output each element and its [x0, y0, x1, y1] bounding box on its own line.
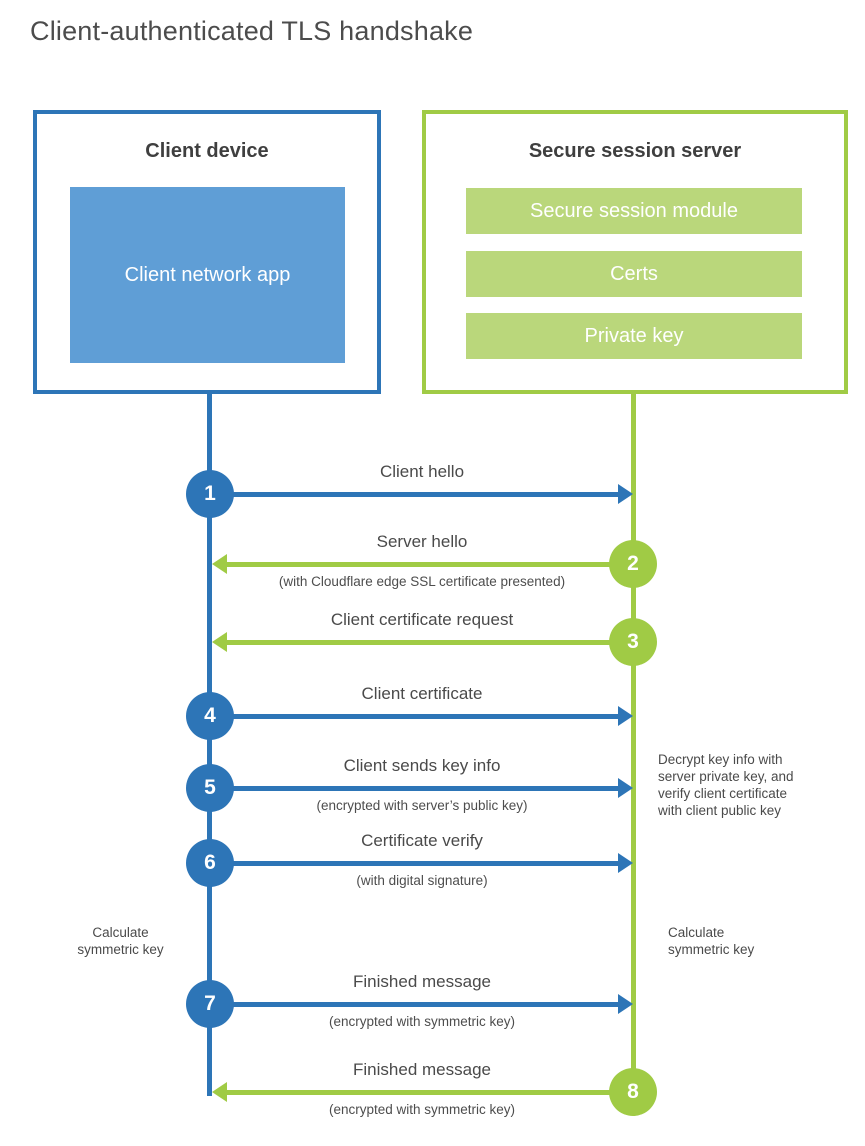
- arrowhead-right-icon: [618, 994, 633, 1014]
- server-calculate-symmetric-key-note: Calculate symmetric key: [668, 924, 754, 958]
- arrow-line: [232, 861, 618, 866]
- step-number-badge: 8: [609, 1068, 657, 1116]
- step-label: Certificate verify: [361, 831, 483, 850]
- client-network-app-rect: Client network app: [70, 187, 345, 363]
- arrowhead-right-icon: [618, 484, 633, 504]
- step-sublabel: (with digital signature): [356, 873, 488, 888]
- step-label: Client certificate request: [330, 610, 514, 629]
- arrowhead-left-icon: [212, 1082, 227, 1102]
- arrow-line: [232, 492, 618, 497]
- step-number-badge: 7: [186, 980, 234, 1028]
- client-lifeline: [207, 392, 212, 1096]
- step-sublabel: (encrypted with server’s public key): [316, 798, 528, 813]
- server-lifeline: [631, 392, 636, 1069]
- arrowhead-right-icon: [618, 853, 633, 873]
- client-calculate-symmetric-key-note: Calculate symmetric key: [48, 924, 193, 958]
- step-label: Server hello: [376, 532, 468, 551]
- arrow-line: [232, 714, 618, 719]
- server-decrypt-note: Decrypt key info with server private key…: [658, 751, 794, 819]
- arrow-line: [227, 1090, 611, 1095]
- step-label: Client certificate: [361, 684, 483, 703]
- note-line: symmetric key: [77, 942, 164, 957]
- step-label: Finished message: [353, 1060, 491, 1079]
- client-network-app-label: Client network app: [124, 263, 291, 286]
- arrowhead-right-icon: [618, 706, 633, 726]
- secure-session-server-title: Secure session server: [528, 140, 742, 162]
- client-device-box: Client device Client network app: [33, 110, 381, 394]
- client-device-title: Client device: [145, 140, 269, 162]
- step-number-badge: 5: [186, 764, 234, 812]
- note-line: verify client certificate: [658, 786, 788, 801]
- arrowhead-left-icon: [212, 632, 227, 652]
- note-line: server private key, and: [658, 769, 794, 784]
- step-number-badge: 4: [186, 692, 234, 740]
- server-module-secure-session: Secure session module: [466, 188, 802, 234]
- note-line: symmetric key: [668, 942, 755, 957]
- step-number-badge: 6: [186, 839, 234, 887]
- step-number-badge: 3: [609, 618, 657, 666]
- page-title: Client-authenticated TLS handshake: [30, 16, 474, 46]
- step-label: Finished message: [353, 972, 491, 991]
- note-line: Decrypt key info with: [658, 752, 783, 767]
- step-number-badge: 2: [609, 540, 657, 588]
- note-line: with client public key: [658, 803, 782, 818]
- arrow-line: [232, 786, 618, 791]
- step-number-badge: 1: [186, 470, 234, 518]
- server-module-private-key: Private key: [466, 313, 802, 359]
- server-module-certs: Certs: [466, 251, 802, 297]
- arrow-line: [227, 562, 611, 567]
- arrowhead-right-icon: [618, 778, 633, 798]
- step-sublabel: (with Cloudflare edge SSL certificate pr…: [278, 574, 566, 589]
- note-line: Calculate: [668, 925, 725, 940]
- arrowhead-left-icon: [212, 554, 227, 574]
- step-label: Client hello: [379, 462, 465, 481]
- arrow-line: [232, 1002, 618, 1007]
- step-label: Client sends key info: [343, 756, 501, 775]
- step-sublabel: (encrypted with symmetric key): [328, 1102, 516, 1117]
- step-sublabel: (encrypted with symmetric key): [328, 1014, 516, 1029]
- note-line: Calculate: [92, 925, 149, 940]
- arrow-line: [227, 640, 611, 645]
